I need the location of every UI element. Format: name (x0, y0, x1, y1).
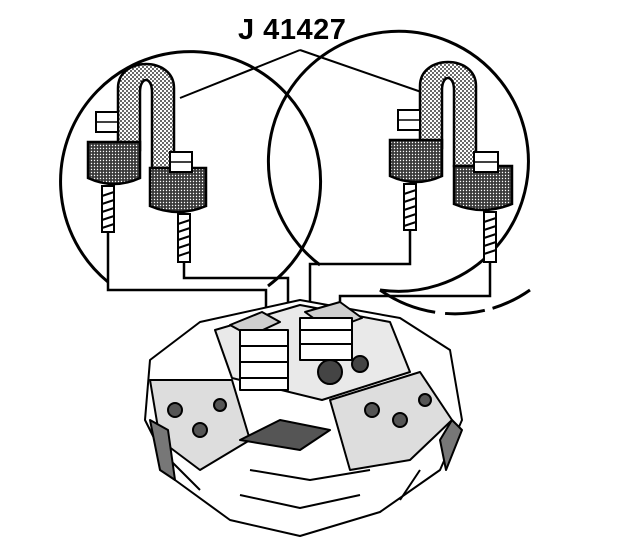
tool-callout-label: J 41427 (238, 14, 347, 46)
right-bracket-foot-2 (452, 164, 514, 212)
left-bracket-foot (86, 140, 142, 186)
engine-block-illustration (144, 299, 463, 537)
right-bracket-foot (388, 138, 444, 184)
left-bracket-foot-2 (148, 166, 208, 214)
callout-leader-lines (179, 49, 431, 99)
left-bolt-head-icon (95, 111, 193, 173)
right-bolt-head-icon (397, 109, 499, 173)
right-detail-circle (266, 29, 531, 330)
